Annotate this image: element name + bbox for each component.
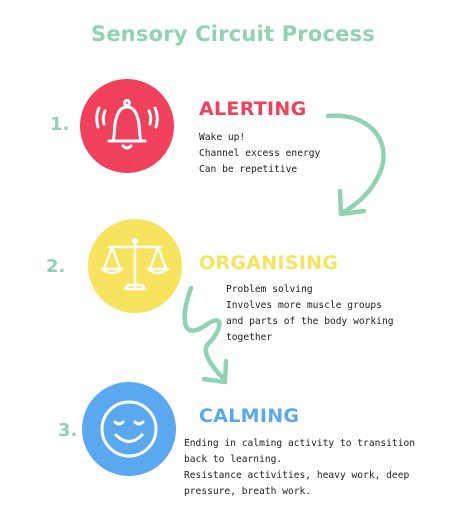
step-2-number: 2. — [46, 256, 66, 277]
organising-heading: ORGANISING — [199, 252, 339, 274]
bell-icon — [95, 99, 159, 150]
description-line: Wake up! — [199, 132, 246, 143]
scales-icon — [100, 237, 170, 291]
description-line: back to learning. — [184, 454, 283, 465]
description-line: Channel excess energy — [199, 148, 321, 159]
page-title: Sensory Circuit Process — [91, 22, 375, 46]
description-line: Ending in calming activity to transition — [184, 438, 416, 449]
organising-description: Problem solving Involves more muscle gro… — [226, 282, 394, 346]
description-line: Can be repetitive — [199, 164, 298, 175]
description-line: Problem solving — [226, 284, 313, 295]
description-line: Resistance activities, heavy work, deep — [184, 470, 410, 481]
organising-circle — [88, 219, 182, 313]
description-line: pressure, breath work. — [184, 486, 312, 497]
calming-heading: CALMING — [199, 405, 300, 427]
arrow-alerting-to-organising — [325, 113, 386, 217]
description-line: and parts of the body working — [226, 316, 394, 327]
calming-circle — [82, 382, 176, 476]
calming-description: Ending in calming activity to transition… — [184, 436, 415, 500]
description-line: together — [226, 332, 273, 343]
description-line: Involves more muscle groups — [226, 300, 382, 311]
alerting-description: Wake up! Channel excess energy Can be re… — [199, 130, 320, 178]
arrow-organising-to-calming — [182, 285, 229, 385]
alerting-heading: ALERTING — [199, 98, 307, 120]
smiley-face-icon — [100, 400, 158, 458]
alerting-circle — [80, 79, 174, 173]
step-1-number: 1. — [50, 114, 70, 135]
step-3-number: 3. — [58, 420, 78, 441]
